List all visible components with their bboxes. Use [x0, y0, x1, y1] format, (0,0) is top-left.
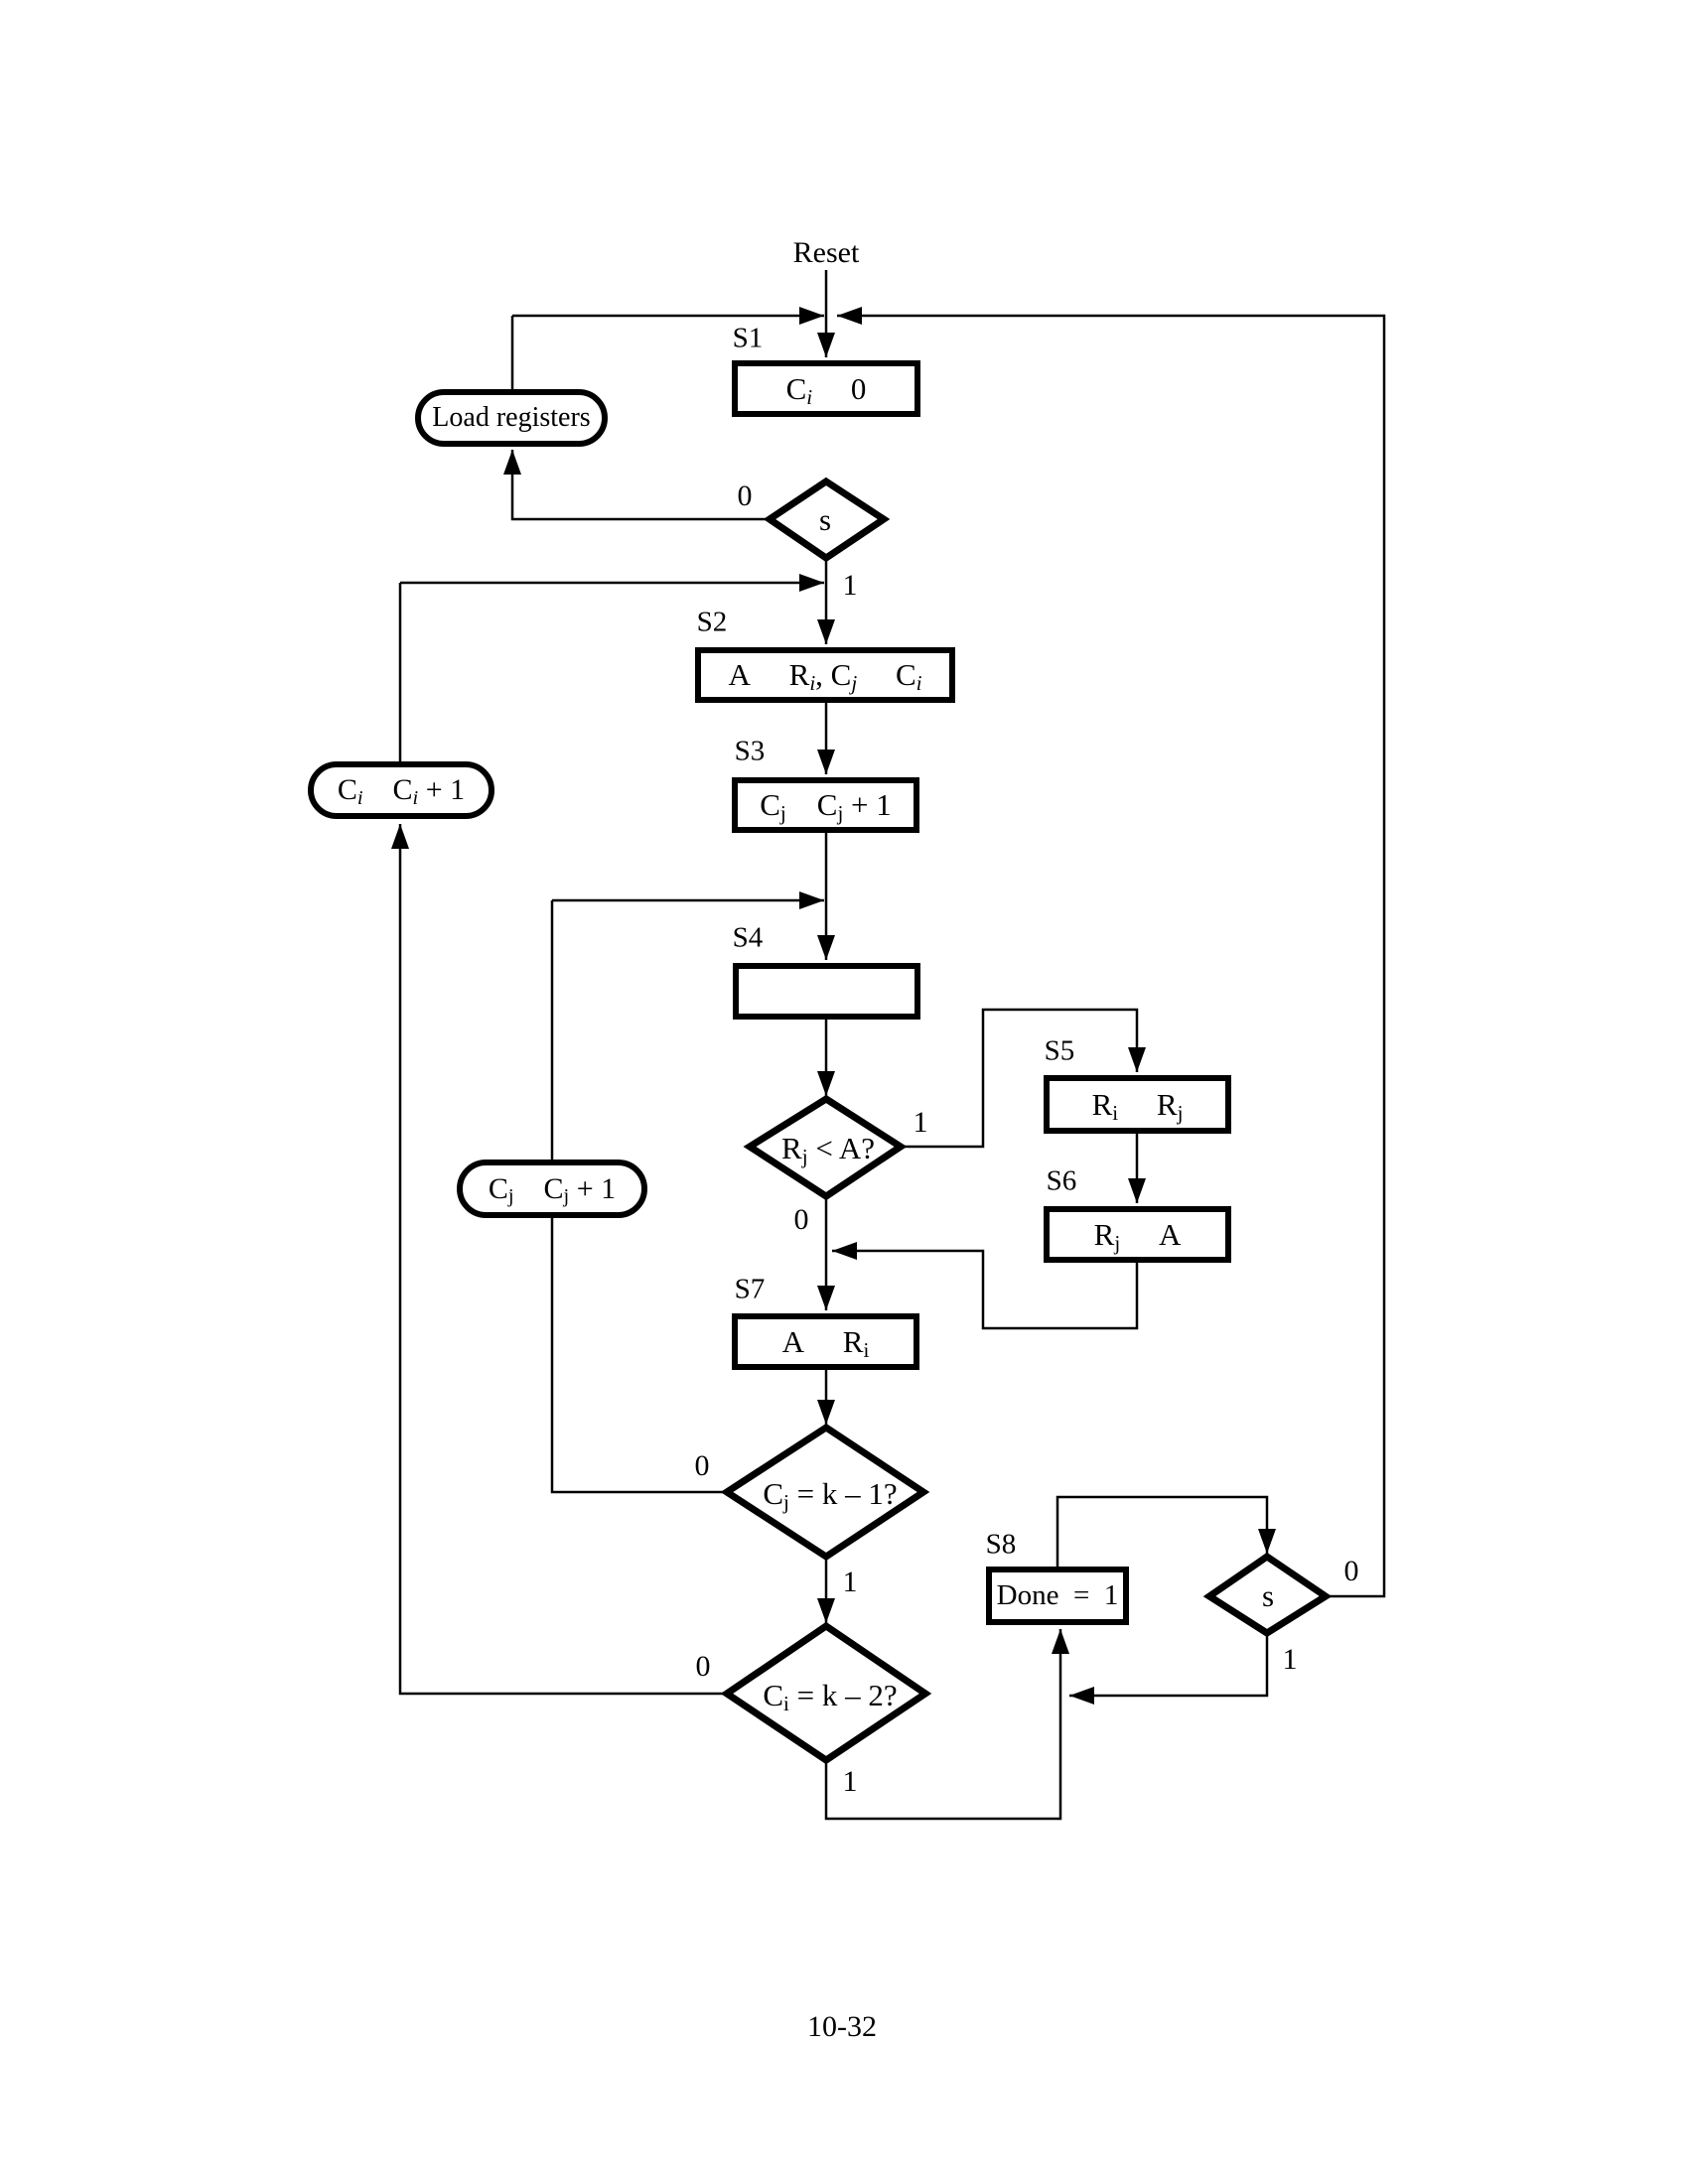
- branch-cj-eq-k1-0: 0: [694, 1449, 710, 1482]
- branch-s-done-0: 0: [1343, 1555, 1359, 1587]
- decision-cj-eq-k1-text: Cj = k – 1?: [763, 1476, 898, 1515]
- state-s3-tag: S3: [734, 735, 766, 767]
- branch-cj-eq-k1-1: 1: [842, 1566, 858, 1598]
- state-s5-tag: S5: [1044, 1034, 1075, 1067]
- state-s2-text: A Ri, Cj Ci: [728, 657, 922, 696]
- state-s7-tag: S7: [734, 1273, 766, 1305]
- decision-ci-eq-k2-diamond: [720, 1621, 932, 1765]
- decision-s-start-diamond: [763, 477, 891, 563]
- state-s4-box: [733, 963, 920, 1020]
- state-s8-tag: S8: [985, 1528, 1017, 1561]
- connector-cjeq-no: [550, 900, 727, 1494]
- branch-s-done-1: 1: [1282, 1643, 1298, 1676]
- state-s6-text: Rj A: [1093, 1216, 1182, 1255]
- state-s7-box: A Ri: [732, 1313, 919, 1370]
- decision-s-done-text: s: [1261, 1578, 1275, 1613]
- decision-rj-lt-a-text: Rj < A?: [781, 1131, 875, 1169]
- decision-cj-eq-k1-diamond: [720, 1423, 930, 1562]
- state-s1-box: Ci 0: [732, 360, 920, 417]
- connector-rjlta-yes: [901, 1008, 1146, 1149]
- decision-s-done-diamond: [1202, 1552, 1333, 1638]
- state-s2-box: A Ri, Cj Ci: [695, 647, 955, 703]
- decision-s-start-text: s: [818, 502, 832, 537]
- state-s3-box: Cj Cj + 1: [732, 777, 919, 833]
- output-load-registers: Load registers: [415, 389, 608, 447]
- branch-s-start-0: 0: [737, 479, 753, 512]
- branch-rj-lt-a-0: 0: [793, 1203, 809, 1236]
- connector-cieq-yes: [824, 1629, 1069, 1821]
- connector-sstart-no: [503, 450, 770, 521]
- state-s7-text: A Ri: [781, 1323, 870, 1362]
- state-s2-tag: S2: [696, 606, 728, 638]
- output-ci-increment: Ci Ci + 1: [308, 761, 494, 819]
- state-s5-text: Ri Rj: [1091, 1086, 1184, 1125]
- branch-rj-lt-a-1: 1: [913, 1106, 928, 1139]
- decision-ci-eq-k2-text: Ci = k – 2?: [763, 1678, 898, 1716]
- branch-ci-eq-k2-1: 1: [842, 1765, 858, 1798]
- output-load-registers-text: Load registers: [432, 402, 591, 433]
- state-s6-tag: S6: [1046, 1164, 1077, 1197]
- connector-s8-sdone: [1055, 1495, 1276, 1567]
- decision-rj-lt-a-diamond: [743, 1094, 908, 1201]
- reset-label: Reset: [792, 236, 860, 269]
- state-s1-tag: S1: [732, 322, 764, 354]
- branch-s-start-1: 1: [842, 569, 858, 602]
- connector-cieq-no: [391, 824, 727, 1696]
- branch-ci-eq-k2-0: 0: [695, 1650, 711, 1683]
- connector-sdone-yes: [1069, 1633, 1269, 1705]
- output-cj-increment: Cj Cj + 1: [457, 1160, 647, 1218]
- output-ci-increment-text: Ci Ci + 1: [337, 773, 466, 809]
- state-s4-tag: S4: [732, 921, 764, 954]
- output-cj-increment-text: Cj Cj + 1: [488, 1171, 617, 1208]
- state-s3-text: Cj Cj + 1: [760, 787, 892, 826]
- connector-s6-merge: [832, 1242, 1139, 1330]
- state-s6-box: Rj A: [1044, 1206, 1231, 1263]
- state-s1-text: Ci 0: [785, 370, 867, 409]
- page-number: 10-32: [807, 2010, 877, 2043]
- state-s8-text: Done = 1: [996, 1579, 1119, 1611]
- state-s8-box: Done = 1: [986, 1567, 1129, 1625]
- state-s5-box: Ri Rj: [1044, 1075, 1231, 1134]
- connector-sdone-no: [837, 307, 1386, 1598]
